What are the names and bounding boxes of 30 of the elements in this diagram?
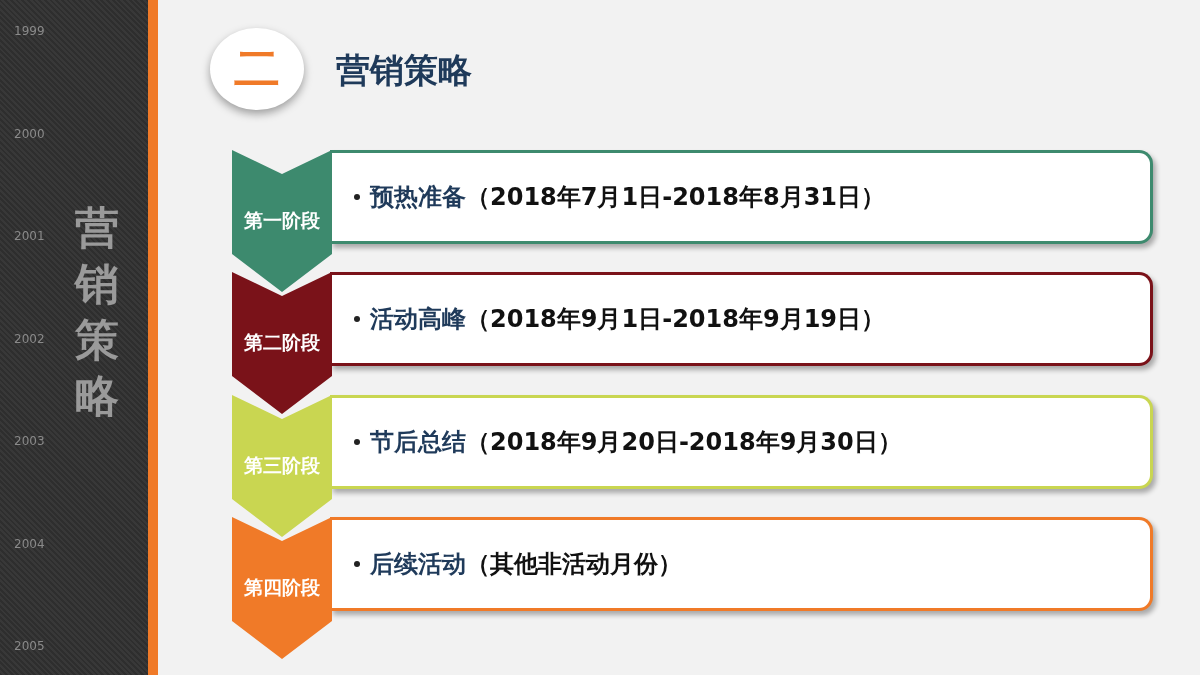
stage-name: 节后总结 [370, 427, 466, 458]
stage-label: 第一阶段 [243, 208, 321, 233]
stage-name: 后续活动 [370, 549, 466, 580]
stage-banner [232, 395, 332, 537]
stage-banner [232, 272, 332, 414]
year-label: 2004 [14, 536, 45, 551]
stage-card [330, 395, 1153, 489]
stage-label: 第四阶段 [243, 575, 321, 600]
vertical-heading: 营销策略 [73, 201, 120, 423]
stage-card [330, 150, 1153, 244]
year-label: 2001 [14, 229, 45, 243]
year-label: 2002 [14, 331, 45, 346]
stage-card [330, 272, 1153, 366]
year-label: 1999 [14, 24, 45, 38]
stage-banner [232, 517, 332, 659]
year-label: 2005 [14, 639, 45, 653]
stage-dates: （2018年9月20日-2018年9月30日） [466, 427, 902, 458]
number-circle: 二 [210, 28, 304, 110]
stage-banner [232, 150, 332, 292]
year-label: 2000 [14, 126, 45, 141]
stage-dates: （2018年7月1日-2018年8月31日） [466, 182, 886, 213]
stage-label: 第三阶段 [243, 453, 321, 478]
stage-dates: （其他非活动月份） [466, 549, 682, 580]
stage-dates: （2018年9月1日-2018年9月19日） [466, 304, 886, 335]
page-title: 营销策略 [336, 49, 472, 92]
year-label: 2003 [14, 434, 45, 448]
stage-label: 第二阶段 [243, 330, 321, 355]
stage-card [330, 517, 1153, 611]
stage-name: 活动高峰 [370, 304, 466, 335]
stage-name: 预热准备 [370, 182, 466, 213]
